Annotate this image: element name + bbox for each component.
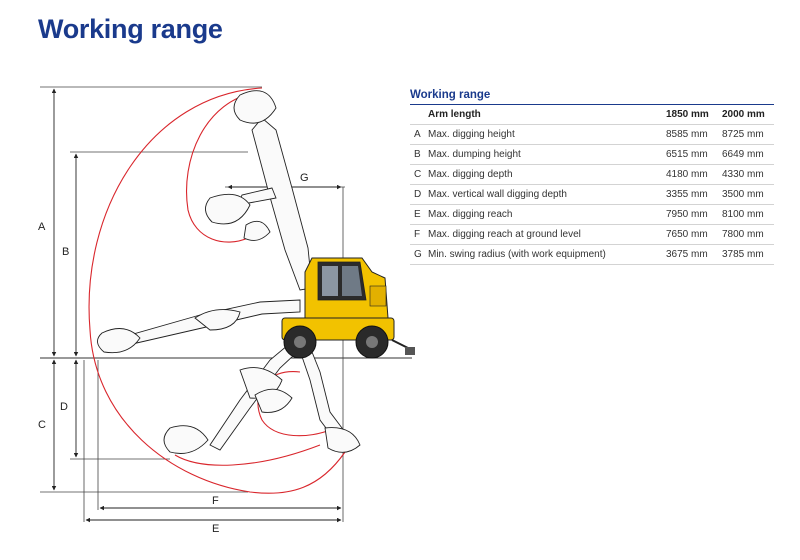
- spec-header-label: Arm length: [428, 105, 666, 125]
- dim-a-label: A: [38, 221, 46, 233]
- spec-header-col1: 1850 mm: [666, 105, 722, 125]
- row-value-2000: 7800 mm: [722, 224, 774, 245]
- spec-header-col2: 2000 mm: [722, 105, 774, 125]
- excavator-machine: [281, 257, 415, 359]
- table-row: A Max. digging height 8585 mm 8725 mm: [410, 124, 774, 145]
- spec-header-row: Arm length 1850 mm 2000 mm: [410, 105, 774, 125]
- row-value-2000: 4330 mm: [722, 164, 774, 185]
- dim-g-label: G: [300, 172, 309, 184]
- row-value-1850: 8585 mm: [666, 124, 722, 145]
- row-letter: F: [410, 224, 428, 245]
- row-letter: G: [410, 244, 428, 265]
- row-label: Max. vertical wall digging depth: [428, 184, 666, 205]
- row-value-1850: 3355 mm: [666, 184, 722, 205]
- row-label: Max. digging depth: [428, 164, 666, 185]
- working-range-spec-table: Working range Arm length 1850 mm 2000 mm…: [410, 89, 774, 265]
- reach-extension-lines: [83, 187, 344, 522]
- row-value-1850: 7950 mm: [666, 204, 722, 225]
- row-label: Max. digging height: [428, 124, 666, 145]
- page-title: Working range: [38, 14, 223, 44]
- table-row: E Max. digging reach 7950 mm 8100 mm: [410, 204, 774, 225]
- table-row: G Min. swing radius (with work equipment…: [410, 244, 774, 265]
- row-label: Max. dumping height: [428, 144, 666, 165]
- row-value-2000: 3500 mm: [722, 184, 774, 205]
- row-letter: E: [410, 204, 428, 225]
- row-label: Min. swing radius (with work equipment): [428, 244, 666, 265]
- dim-b-label: B: [62, 246, 69, 258]
- row-letter: C: [410, 164, 428, 185]
- row-letter: D: [410, 184, 428, 205]
- table-row: F Max. digging reach at ground level 765…: [410, 224, 774, 245]
- row-value-1850: 3675 mm: [666, 244, 722, 265]
- row-letter: B: [410, 144, 428, 165]
- table-row: B Max. dumping height 6515 mm 6649 mm: [410, 144, 774, 165]
- dim-e-label: E: [212, 523, 219, 535]
- row-label: Max. digging reach at ground level: [428, 224, 666, 245]
- row-value-1850: 6515 mm: [666, 144, 722, 165]
- row-value-2000: 6649 mm: [722, 144, 774, 165]
- row-value-1850: 4180 mm: [666, 164, 722, 185]
- row-value-1850: 7650 mm: [666, 224, 722, 245]
- dim-c-label: C: [38, 419, 46, 431]
- spec-table-title: Working range: [410, 89, 774, 105]
- dim-d-label: D: [60, 401, 68, 413]
- table-row: D Max. vertical wall digging depth 3355 …: [410, 184, 774, 205]
- row-label: Max. digging reach: [428, 204, 666, 225]
- row-value-2000: 3785 mm: [722, 244, 774, 265]
- dimension-lines: [51, 88, 342, 523]
- table-row: C Max. digging depth 4180 mm 4330 mm: [410, 164, 774, 185]
- excavator-poses: [97, 90, 361, 454]
- row-value-2000: 8725 mm: [722, 124, 774, 145]
- row-letter: A: [410, 124, 428, 145]
- row-value-2000: 8100 mm: [722, 204, 774, 225]
- dim-f-label: F: [212, 495, 219, 507]
